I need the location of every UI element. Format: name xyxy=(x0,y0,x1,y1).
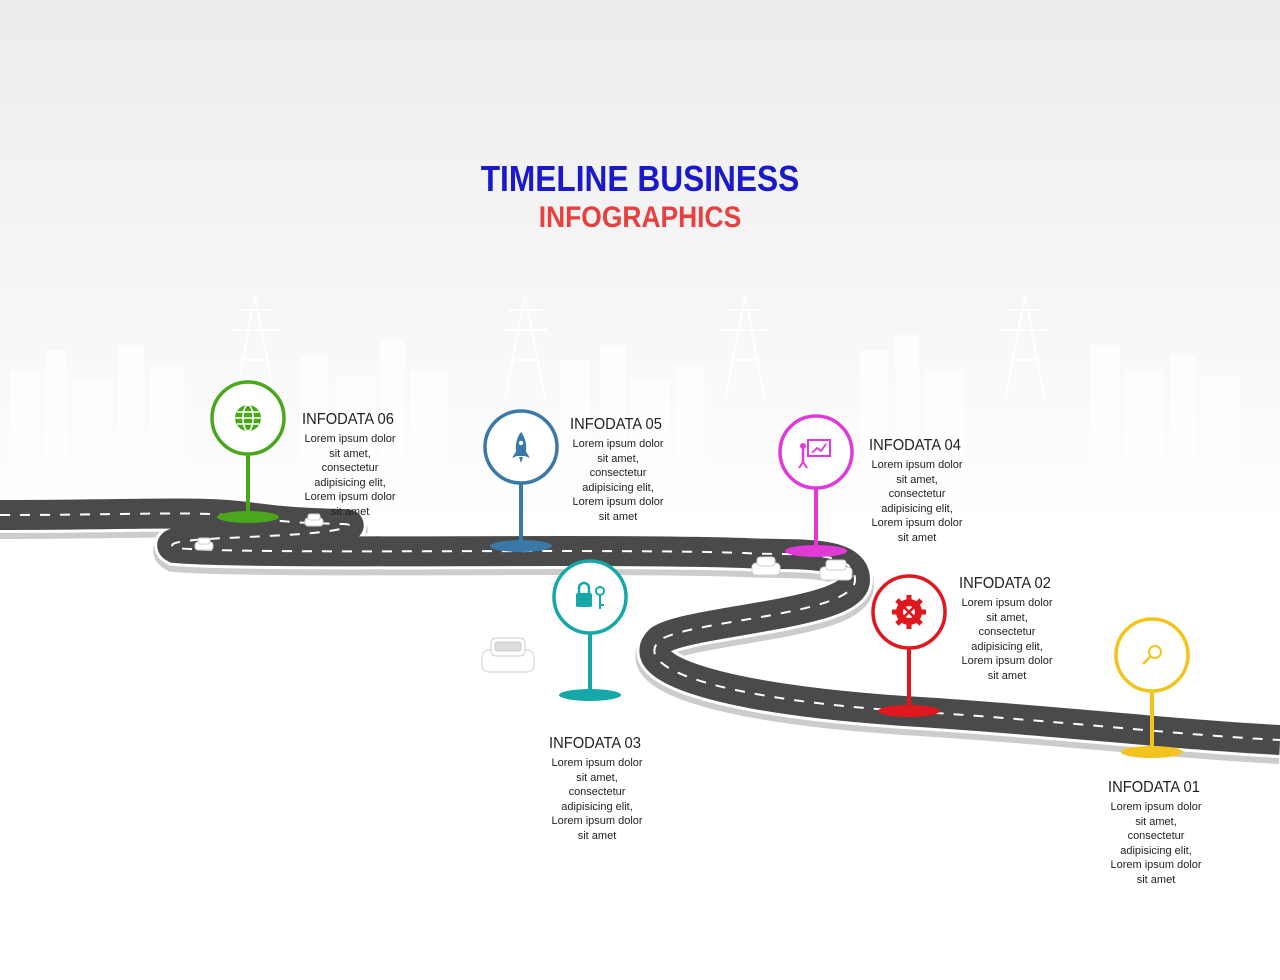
step-label: INFODATA 02 xyxy=(959,575,1051,592)
lock-key-icon xyxy=(576,581,605,609)
info-block-02: INFODATA 02 Lorem ipsum dolor sit amet, … xyxy=(959,575,1099,683)
page-subtitle: INFOGRAPHICS xyxy=(538,201,742,234)
car-icon xyxy=(194,537,214,551)
car-icon xyxy=(819,559,853,581)
step-label: INFODATA 04 xyxy=(869,437,961,454)
car-icon xyxy=(481,637,535,673)
step-text: Lorem ipsum dolor sit amet, consectetur … xyxy=(551,757,643,842)
step-label: INFODATA 01 xyxy=(1108,779,1200,796)
info-block-06: INFODATA 06 Lorem ipsum dolor sit amet, … xyxy=(302,411,442,519)
pin-circle xyxy=(778,414,854,490)
step-label: INFODATA 03 xyxy=(549,735,641,752)
city-skyline-background xyxy=(10,335,1240,460)
step-text: Lorem ipsum dolor sit amet, consectetur … xyxy=(961,597,1053,682)
info-block-03: INFODATA 03 Lorem ipsum dolor sit amet, … xyxy=(549,735,689,843)
timeline-pins xyxy=(210,380,1190,758)
info-block-01: INFODATA 01 Lorem ipsum dolor sit amet, … xyxy=(1108,779,1248,887)
car-icon xyxy=(304,513,324,527)
power-towers-background xyxy=(232,294,1048,401)
page-title: TIMELINE BUSINESS xyxy=(480,158,800,199)
step-text: Lorem ipsum dolor sit amet, consectetur … xyxy=(572,438,664,523)
timeline-pin-03 xyxy=(552,559,628,701)
road-center-line xyxy=(0,512,1280,741)
timeline-pin-06 xyxy=(210,380,286,523)
step-text: Lorem ipsum dolor sit amet, consectetur … xyxy=(871,459,963,544)
step-label: INFODATA 05 xyxy=(570,416,662,433)
winding-road xyxy=(0,495,1280,764)
timeline-pin-05 xyxy=(483,409,559,552)
globe-icon xyxy=(235,404,261,432)
step-text: Lorem ipsum dolor sit amet, consectetur … xyxy=(1110,801,1202,886)
step-label: INFODATA 06 xyxy=(302,411,394,428)
gear-tools-icon xyxy=(892,595,926,629)
car-icon xyxy=(751,556,781,576)
cars xyxy=(194,513,853,673)
rocket-icon xyxy=(512,432,530,463)
magnifier-icon xyxy=(1142,645,1162,665)
timeline-pin-04 xyxy=(778,414,854,557)
timeline-pin-01 xyxy=(1114,617,1190,758)
timeline-pin-02 xyxy=(871,574,947,717)
step-text: Lorem ipsum dolor sit amet, consectetur … xyxy=(304,433,396,518)
info-block-04: INFODATA 04 Lorem ipsum dolor sit amet, … xyxy=(869,437,1009,545)
presentation-icon xyxy=(798,439,831,469)
info-block-05: INFODATA 05 Lorem ipsum dolor sit amet, … xyxy=(570,416,710,524)
pin-circle xyxy=(1114,617,1190,693)
